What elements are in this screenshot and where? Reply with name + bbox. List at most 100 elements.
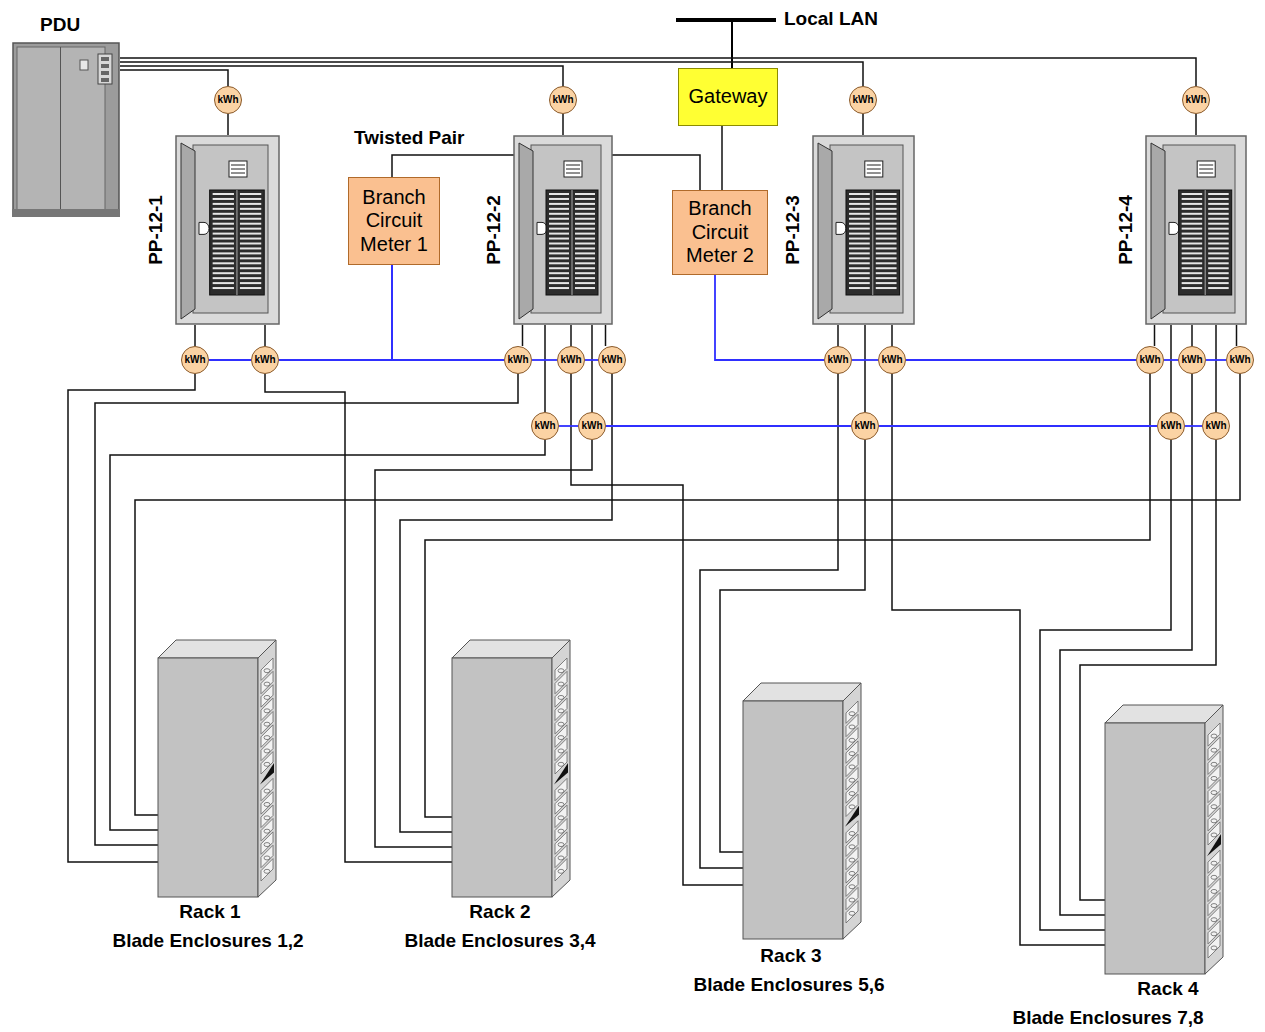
- panel-door: [1151, 143, 1165, 319]
- power-feed: [227, 114, 229, 135]
- blade-slot: [1208, 935, 1220, 958]
- panel-breaker: [876, 257, 897, 259]
- panel-breaker: [849, 203, 870, 205]
- panel-breaker: [849, 218, 870, 220]
- panel-main-breaker: [865, 161, 883, 177]
- blade-handle: [558, 802, 564, 806]
- meter-label: Branch Circuit Meter 1: [349, 186, 439, 257]
- kwh-label: kWh: [534, 421, 555, 431]
- panel-breaker: [849, 243, 870, 245]
- panel-breaker: [213, 287, 234, 289]
- blade-handle: [1211, 776, 1217, 780]
- panel-breaker: [240, 198, 261, 200]
- blade-handle: [558, 856, 564, 860]
- panel-interior: [830, 145, 903, 313]
- panel-breaker: [240, 282, 261, 284]
- panel-breaker: [1182, 262, 1203, 264]
- panel-breaker: [240, 233, 261, 235]
- kwh-meter: kWh: [851, 412, 879, 440]
- kwh-meter: kWh: [531, 412, 559, 440]
- panel-main-breaker-line: [867, 165, 881, 166]
- rack-side: [552, 640, 570, 897]
- panel-breaker: [213, 277, 234, 279]
- blade-handle: [849, 805, 855, 809]
- blade-handle: [1211, 861, 1217, 865]
- lan-bus: [676, 18, 776, 22]
- panel-breaker: [240, 247, 261, 249]
- twisted-pair-wire: [906, 359, 1136, 361]
- power-feed: [562, 114, 564, 135]
- power-feed: [1154, 325, 1156, 346]
- panel-breaker: [549, 223, 569, 225]
- panel-breaker: [240, 277, 261, 279]
- kwh-meter: kWh: [549, 86, 577, 114]
- kwh-meter: kWh: [214, 86, 242, 114]
- blade-handle: [849, 738, 855, 742]
- twisted-pair-wire: [1164, 359, 1178, 361]
- blade-handle: [1211, 762, 1217, 766]
- panel-breaker: [876, 243, 897, 245]
- panel-main-breaker: [564, 161, 582, 177]
- rack-name: Rack 1: [179, 900, 240, 924]
- panel-door: [818, 143, 832, 319]
- panel-breaker: [240, 193, 261, 195]
- panel-breaker: [213, 233, 234, 235]
- pdu-breaker-box: [98, 54, 112, 84]
- power-feed: [605, 325, 607, 346]
- rack-top: [452, 640, 570, 658]
- server-rack: Rack 2Blade Enclosures 3,4: [452, 640, 570, 898]
- panel-breaker: [1208, 287, 1229, 289]
- blade-handle: [849, 792, 855, 796]
- kwh-label: kWh: [827, 355, 848, 365]
- network-label: Local LAN: [782, 8, 880, 30]
- blade-handle: [849, 778, 855, 782]
- power-feed: [120, 70, 228, 86]
- panel-breaker: [1182, 208, 1203, 210]
- panel-breaker: [240, 228, 261, 230]
- kwh-meter: kWh: [824, 346, 852, 374]
- panel-breaker: [213, 272, 234, 274]
- blade-handle: [849, 871, 855, 875]
- panel-bus: [1205, 190, 1206, 295]
- blade-handle: [1211, 904, 1217, 908]
- kwh-meter: kWh: [251, 346, 279, 374]
- panel-breaker: [1208, 233, 1229, 235]
- blade-handle: [1211, 791, 1217, 795]
- kwh-label: kWh: [560, 355, 581, 365]
- panel-breaker: [549, 228, 569, 230]
- panel-main-breaker-line: [1199, 173, 1213, 174]
- blade-handle: [558, 682, 564, 686]
- panel-breaker: [876, 238, 897, 240]
- panel-breaker: [240, 262, 261, 264]
- panel-breaker: [240, 287, 261, 289]
- panel-breaker: [849, 223, 870, 225]
- panel-breaker: [549, 198, 569, 200]
- panel-breaker: [549, 233, 569, 235]
- blade-handle: [849, 725, 855, 729]
- panel-breaker: [549, 272, 569, 274]
- panel-main-breaker-line: [566, 169, 580, 170]
- panel-breaker-block: [546, 190, 598, 295]
- panel-bus: [872, 190, 873, 295]
- panel-breaker: [213, 282, 234, 284]
- gateway-box: Gateway: [678, 68, 778, 126]
- panel-breaker: [849, 287, 870, 289]
- twisted-pair-wire: [279, 265, 392, 360]
- panel-breaker: [213, 267, 234, 269]
- panel-breaker: [575, 223, 595, 225]
- panel-breaker: [240, 257, 261, 259]
- panel-breaker: [849, 282, 870, 284]
- power-panel: PP-12-2: [513, 135, 613, 325]
- panel-breaker: [213, 252, 234, 254]
- panel-breaker: [1182, 257, 1203, 259]
- panel-main-breaker-line: [231, 169, 245, 170]
- panel-breaker: [876, 208, 897, 210]
- blade-handle: [849, 898, 855, 902]
- lan-drop: [731, 20, 733, 68]
- power-panel-drawing: [1145, 135, 1247, 325]
- rack-contents: Blade Enclosures 7,8: [1012, 1006, 1203, 1030]
- panel-interior: [193, 145, 268, 313]
- panel-breaker: [849, 252, 870, 254]
- panel-bus: [572, 190, 573, 295]
- pdu-label: PDU: [40, 14, 80, 36]
